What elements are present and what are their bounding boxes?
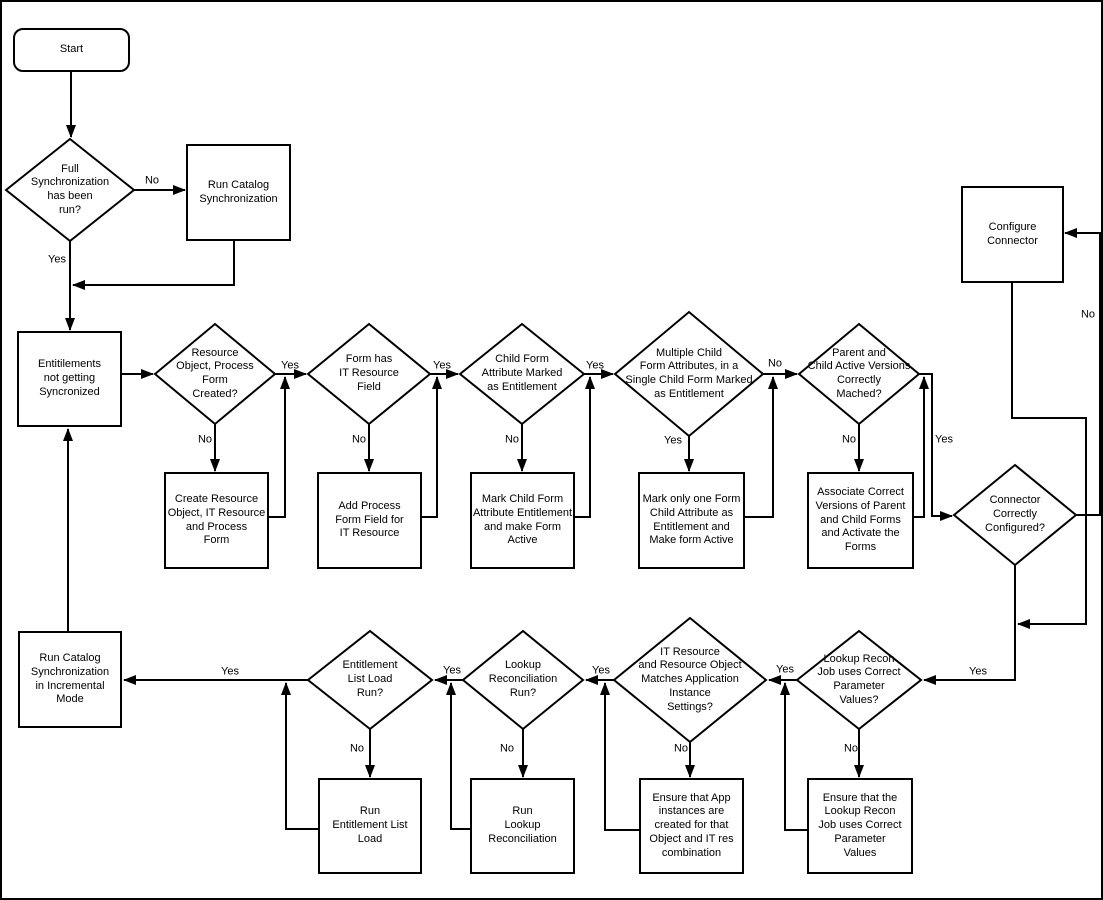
run-catalog-sync-label: Run Catalog Synchronization [199, 178, 278, 205]
edge-mark-child-merge [574, 376, 595, 518]
edge-label-no-child-form: No [504, 433, 520, 446]
it-resource-matches-label: IT Resource and Resource Object Matches … [638, 645, 742, 713]
flow-edges [63, 71, 1101, 831]
edge-label-no-form-has-it: No [351, 433, 367, 446]
full-sync-decision-label: Full Synchronization has been run? [30, 162, 110, 216]
edge-associate-merge [913, 376, 929, 518]
entitlements-not-synced-label: Entitilements not getting Syncronized [38, 358, 101, 398]
full-sync-decision-shape [4, 137, 136, 243]
edge-label-yes-entitlement-load: Yes [221, 665, 239, 678]
edge-label-yes-connector-configured: Yes [969, 665, 987, 678]
multiple-child-form-attrs-shape [613, 310, 765, 438]
mark-child-form-attr-label: Mark Child Form Attribute Entitlement an… [472, 493, 573, 547]
edge-label-no-it-resource: No [673, 742, 689, 755]
mark-only-one-attr-label: Mark only one Form Child Attribute as En… [642, 493, 741, 547]
child-form-attr-marked-shape [458, 322, 586, 426]
edge-ensure-lookup-merge [780, 682, 808, 831]
edge-connector-yes-to-lookup-job [923, 565, 1016, 685]
edge-label-no-multiple-child: No [767, 357, 783, 370]
edge-label-no-resource-object: No [197, 433, 213, 446]
edge-label-yes-lookup-job: Yes [776, 663, 794, 676]
edge-label-no-lookup-run: No [499, 742, 515, 755]
ensure-lookup-params-label: Ensure that the Lookup Recon Job uses Co… [818, 791, 902, 859]
edge-ensure-app-merge [600, 682, 640, 831]
lookup-recon-job-params-label: Lookup Recon Job uses Correct Parameter … [817, 652, 901, 706]
edge-run-catalog-merge [72, 240, 235, 290]
edge-label-yes-multiple-child: Yes [664, 434, 682, 447]
edge-label-no-lookup-job: No [843, 742, 859, 755]
lookup-recon-job-params-shape [795, 629, 923, 731]
run-entitlement-list-load-label: Run Entitlement List Load [332, 805, 408, 845]
child-form-attr-marked-label: Child Form Attribute Marked as Entitleme… [481, 353, 563, 393]
edge-label-yes-full-sync: Yes [48, 253, 66, 266]
resource-object-created-label: Resource Object, Process Form Created? [176, 346, 254, 400]
edge-label-yes-child-form: Yes [586, 359, 604, 372]
edge-create-resource-merge [268, 376, 290, 518]
associate-correct-versions-shape [807, 472, 914, 569]
add-process-form-field-label: Add Process Form Field for IT Resource [335, 499, 404, 540]
run-lookup-recon-shape [470, 778, 575, 874]
run-catalog-incremental-shape [18, 631, 122, 728]
multiple-child-form-attrs-label: Multiple Child Form Attributes, in a Sin… [625, 346, 753, 400]
edge-label-yes-lookup-run: Yes [443, 664, 461, 677]
ensure-app-instances-shape [639, 778, 744, 874]
resource-object-created-shape [153, 322, 277, 426]
configure-connector-shape [961, 186, 1064, 283]
start-node-shape [13, 28, 130, 72]
create-resource-object-shape [164, 472, 269, 569]
edge-run-lookup-merge [446, 682, 472, 830]
entitlement-list-load-run-label: Entitlement List Load Run? [342, 659, 398, 699]
start-node-label: Start [59, 43, 84, 56]
configure-connector-label: Configure Connector [987, 220, 1038, 247]
run-entitlement-list-load-shape [318, 778, 422, 874]
edge-connector-no-to-configure [1064, 228, 1101, 516]
edge-mark-only-one-merge [744, 376, 778, 518]
edge-label-yes-it-resource: Yes [592, 664, 610, 677]
run-catalog-sync-shape [186, 144, 291, 241]
edge-label-no-connector-configured: No [1080, 308, 1096, 321]
it-resource-matches-shape [612, 616, 768, 744]
connector-configured-label: Connector Correctly Configured? [985, 494, 1045, 534]
edge-label-no-full-sync: No [144, 174, 160, 187]
edge-add-process-merge [421, 376, 442, 518]
edge-label-yes-resource-object: Yes [281, 359, 299, 372]
parent-child-versions-shape [797, 322, 921, 426]
mark-child-form-attr-shape [470, 472, 575, 569]
edge-parent-child-yes-to-connector [919, 373, 953, 521]
form-has-it-resource-shape [306, 322, 432, 426]
form-has-it-resource-label: Form has IT Resource Field [339, 353, 399, 393]
associate-correct-versions-label: Associate Correct Versions of Parent and… [815, 486, 906, 554]
parent-child-versions-label: Parent and Child Active Versions Correct… [807, 346, 911, 400]
run-catalog-incremental-label: Run Catalog Synchronization in Increment… [30, 652, 110, 706]
ensure-app-instances-label: Ensure that App instances are created fo… [649, 791, 734, 859]
run-lookup-recon-label: Run Lookup Reconciliation [488, 805, 557, 845]
entitlements-not-synced-shape [17, 331, 122, 427]
ensure-lookup-params-shape [807, 778, 913, 874]
edge-run-entitlement-merge [281, 682, 319, 830]
entitlement-list-load-run-shape [306, 629, 434, 731]
edge-configure-output-merge [1011, 282, 1087, 629]
edge-label-yes-form-has-it: Yes [433, 359, 451, 372]
edge-label-yes-parent-child: Yes [935, 433, 953, 446]
edge-label-no-entitlement-load: No [349, 742, 365, 755]
edge-label-no-parent-child: No [841, 433, 857, 446]
mark-only-one-attr-shape [638, 472, 745, 569]
flow-node-shapes [4, 28, 1078, 874]
create-resource-object-label: Create Resource Object, IT Resource and … [167, 493, 266, 547]
add-process-form-field-shape [317, 472, 422, 569]
connector-configured-shape [952, 463, 1078, 567]
lookup-recon-run-label: Lookup Reconciliation Run? [488, 659, 558, 699]
lookup-recon-run-shape [461, 629, 585, 731]
